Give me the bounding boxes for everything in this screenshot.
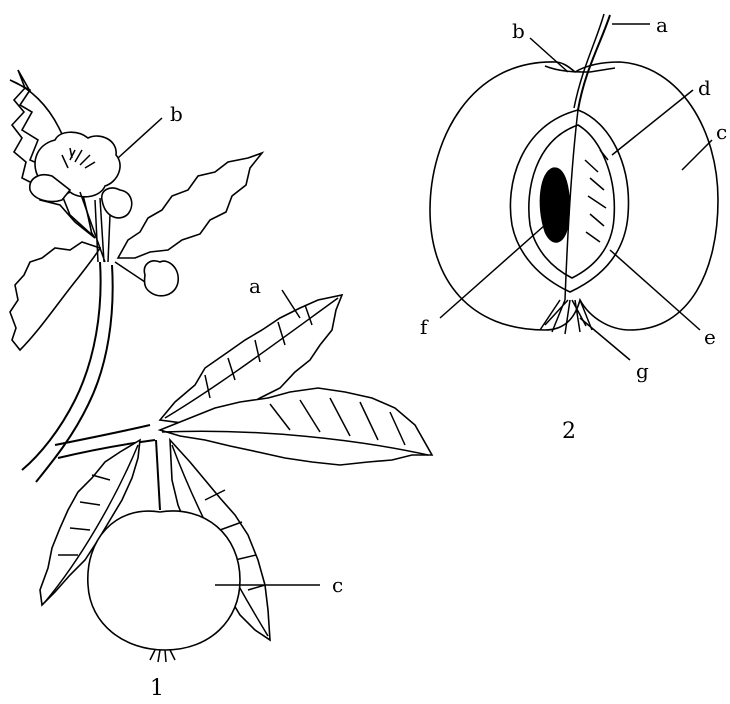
label-2c: c	[716, 120, 727, 144]
label-1b: b	[170, 102, 183, 126]
label-1c: c	[332, 573, 343, 597]
fruit-stalk	[156, 440, 160, 510]
figure-1-number: 1	[150, 676, 164, 701]
figure-1-branch: b a c 1	[10, 70, 432, 701]
label-2d: d	[698, 76, 711, 100]
label-2e: e	[704, 325, 716, 349]
fruit-calyx	[150, 650, 175, 662]
label-2g: g	[636, 359, 649, 383]
label-2b: b	[512, 19, 525, 43]
label-2f: f	[420, 315, 429, 339]
apple-fruit	[88, 511, 240, 650]
figure-2-number: 2	[562, 419, 576, 444]
figure-2-cross-section: a b d c e f g 2	[420, 13, 727, 444]
leaf-left-middle	[10, 242, 100, 350]
flower-bud-1	[102, 188, 132, 218]
label-2a: a	[656, 13, 668, 37]
leader-line-1b	[118, 118, 162, 158]
flower-bud-2	[144, 261, 178, 296]
label-1a: a	[249, 274, 261, 298]
leaf-upper-right	[118, 153, 262, 258]
seed	[540, 168, 569, 242]
